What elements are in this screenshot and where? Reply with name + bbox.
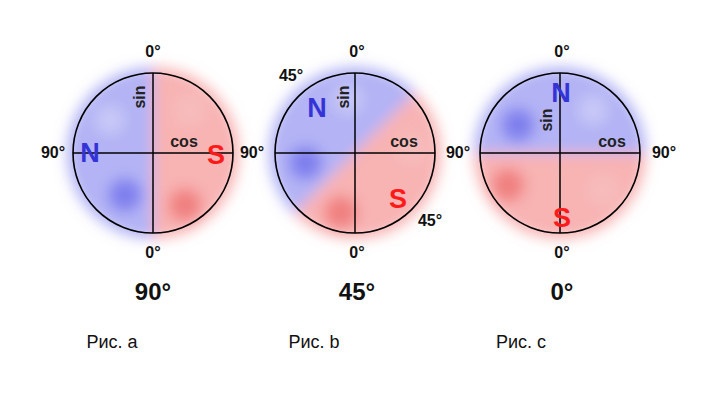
- figure-caption: Рис. a: [86, 333, 137, 351]
- field-spot: [579, 96, 607, 124]
- south-half: [291, 89, 482, 280]
- pole-letter: N: [551, 80, 571, 107]
- figure-angle: 0°: [551, 280, 574, 304]
- angle-label: 0°: [554, 44, 569, 60]
- figure-angle: 45°: [339, 280, 375, 304]
- field-spot: [283, 140, 328, 185]
- cos-axis: [275, 152, 435, 154]
- field-spot: [109, 179, 141, 211]
- magnet-circle: Nsin cosS: [480, 73, 640, 233]
- axes: [73, 73, 640, 233]
- angle-label: 0°: [349, 245, 364, 261]
- circle-outline: [480, 73, 640, 233]
- angle-label: 45°: [279, 68, 303, 84]
- field-spot: [175, 95, 205, 125]
- field-spot: [169, 189, 201, 221]
- angle-label: 0°: [145, 44, 160, 60]
- magnet-field: [228, 26, 483, 281]
- figure-angle: 90°: [135, 280, 171, 304]
- field-spot: [502, 109, 534, 141]
- angle-label: 0°: [349, 44, 364, 60]
- axis-label: cos: [390, 134, 418, 150]
- field-spot: [492, 169, 524, 201]
- axis-label: cos: [170, 134, 198, 150]
- figure-caption: Рис. b: [288, 333, 339, 351]
- angle-label: 90°: [652, 145, 676, 161]
- pole-letter: N: [80, 140, 100, 167]
- circle-outlines: [73, 73, 640, 233]
- field-spot: [390, 128, 432, 170]
- magnet-circle: Nsin cosS: [73, 73, 233, 233]
- axis-label: sin: [132, 85, 148, 108]
- axis-label: sin: [539, 108, 555, 131]
- angle-label: 90°: [41, 145, 65, 161]
- circle-outline: [73, 73, 233, 233]
- magnet-circle: Nsin cosS: [275, 73, 435, 233]
- angle-label: 45°: [418, 213, 442, 229]
- field-spot: [588, 175, 618, 205]
- field-spot: [328, 79, 368, 119]
- angle-label: 90°: [240, 145, 264, 161]
- cos-axis: [480, 152, 640, 154]
- magnet-field: [470, 63, 650, 243]
- axis-label: sin: [336, 85, 352, 108]
- angle-label: 90°: [446, 145, 470, 161]
- circle-outline: [275, 73, 435, 233]
- pole-letter: N: [307, 95, 327, 122]
- axis-label: cos: [598, 134, 626, 150]
- magnet-field: [63, 63, 243, 243]
- angle-label: 0°: [145, 245, 160, 261]
- pole-letter: S: [207, 142, 225, 169]
- pole-letter: S: [553, 205, 571, 232]
- figure-caption: Рис. c: [496, 333, 546, 351]
- field-spot: [318, 190, 363, 235]
- pole-letter: S: [389, 186, 407, 213]
- angle-label: 0°: [554, 245, 569, 261]
- field-spot: [96, 106, 124, 134]
